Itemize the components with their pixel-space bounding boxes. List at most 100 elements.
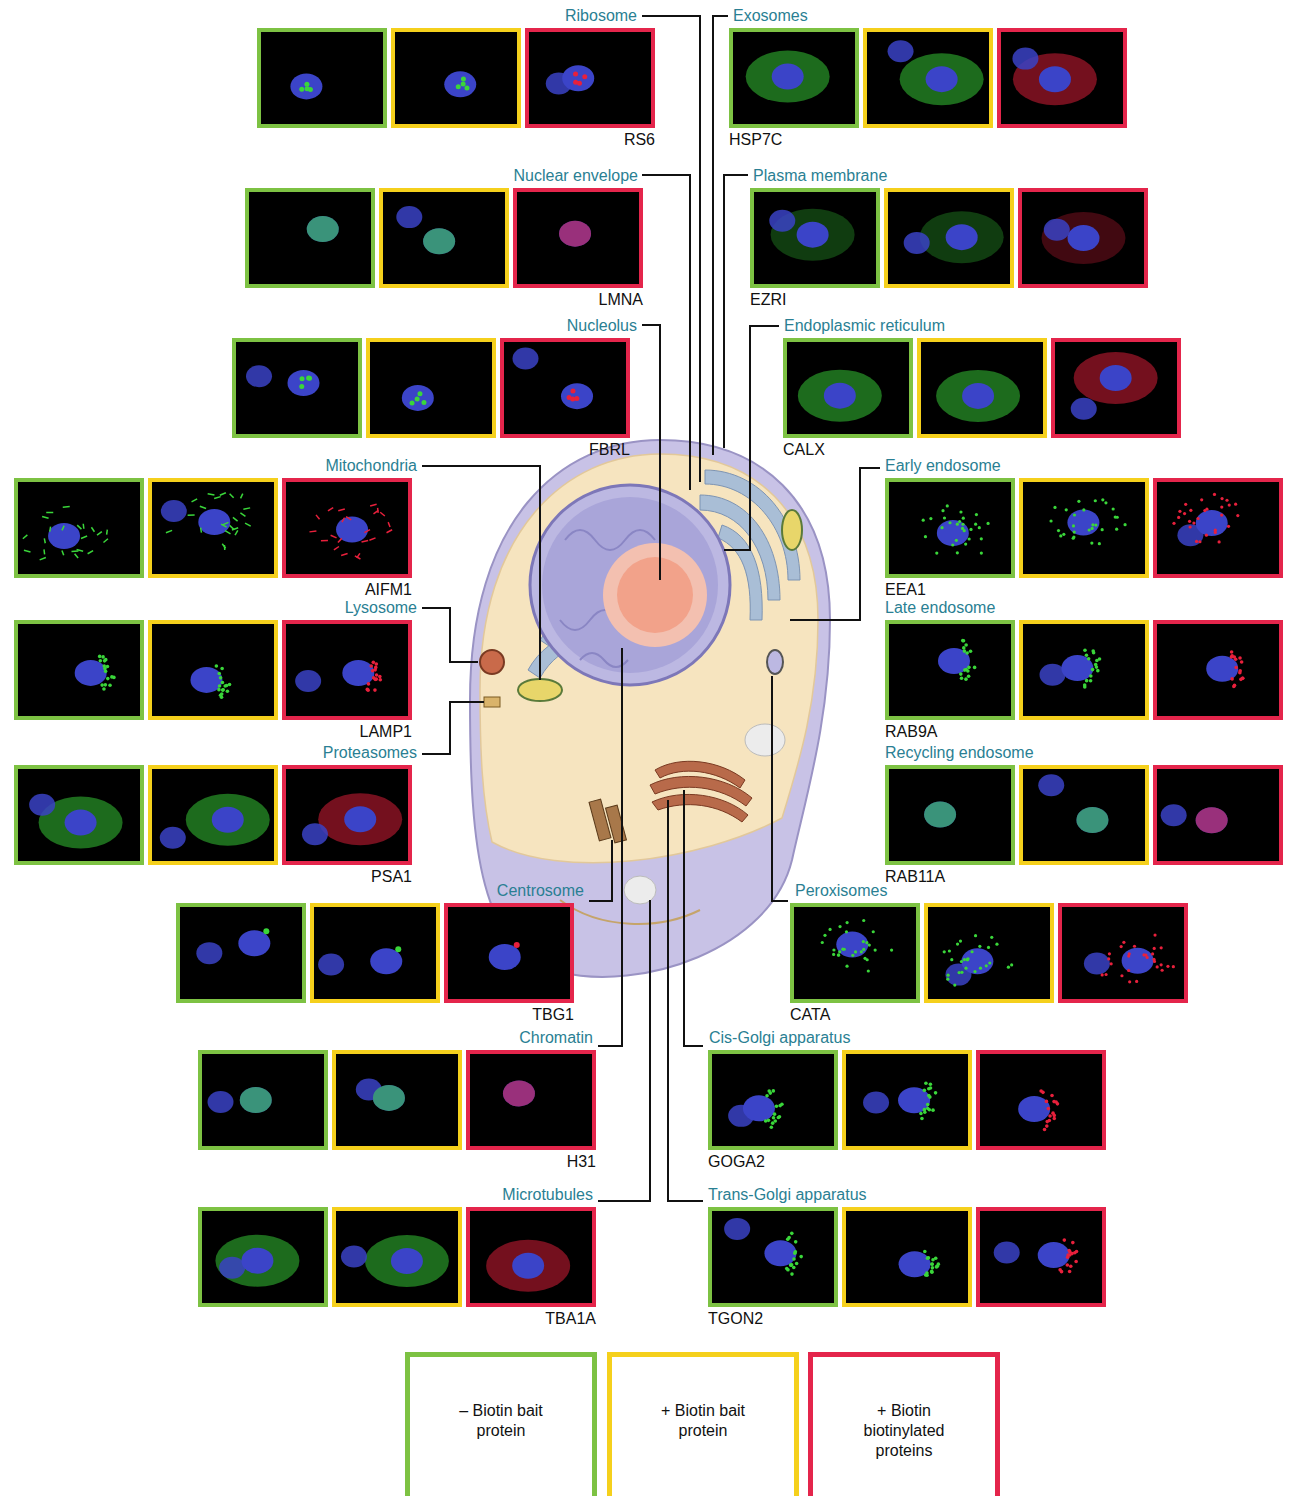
micrograph-frame — [844, 1209, 970, 1305]
microtubule — [560, 900, 700, 924]
stain-dot — [1068, 1270, 1072, 1274]
stain-dot — [1057, 529, 1060, 532]
nucleus-stain — [1084, 953, 1110, 975]
micrograph-frame — [792, 905, 918, 1001]
protein-label: PSA1 — [371, 868, 412, 886]
stain-dot — [104, 658, 108, 662]
nucleus-stain — [863, 1091, 889, 1113]
stain-filament — [62, 526, 64, 531]
stain-dot — [101, 655, 105, 659]
micrograph — [16, 767, 142, 863]
leader-line — [724, 175, 748, 448]
micrograph-frame — [527, 30, 653, 126]
stain-dot — [217, 672, 221, 676]
stain-dot — [1234, 503, 1237, 506]
stain-dot — [1065, 508, 1068, 511]
stain-dot — [845, 930, 848, 933]
micrograph-frame — [731, 30, 857, 126]
stain-dot — [764, 1119, 768, 1123]
stain-dot — [948, 521, 951, 524]
micrograph — [468, 1209, 594, 1305]
nucleus-stain — [196, 942, 222, 964]
stain-dot — [570, 389, 575, 394]
micrograph — [247, 190, 373, 286]
stain-dot — [1046, 1107, 1050, 1111]
stain-dot — [962, 639, 966, 643]
stain-dot — [978, 526, 981, 529]
stain-dot — [794, 1240, 798, 1244]
stain-dot — [931, 1266, 935, 1270]
stain-filament — [309, 530, 316, 532]
nucleus-stain — [937, 520, 969, 546]
stain-filament — [369, 538, 375, 540]
stain-dot — [1151, 952, 1154, 955]
nucleus-stain — [1206, 656, 1238, 682]
stain-dot — [961, 523, 964, 526]
nucleus-stain — [513, 348, 539, 370]
stain — [307, 216, 339, 242]
micrograph-frame — [200, 1209, 326, 1305]
stain-filament — [62, 550, 64, 555]
stain-dot — [924, 535, 927, 538]
stain-dot — [924, 1081, 928, 1085]
stain-dot — [1236, 514, 1239, 517]
micrograph-frame — [284, 622, 410, 718]
stain-dot — [1089, 674, 1093, 678]
stain-dot — [936, 1265, 940, 1269]
micrograph-panels — [16, 30, 1281, 1305]
nucleus-stain — [241, 1248, 273, 1274]
stain-filament — [373, 510, 378, 514]
stain-dot — [923, 1108, 927, 1112]
nucleus-stain — [396, 206, 422, 228]
stain-dot — [780, 1102, 784, 1106]
protein-label: FBRL — [589, 441, 630, 459]
stain-dot — [987, 946, 990, 949]
stain-dot — [1096, 669, 1100, 673]
stain-dot — [365, 688, 369, 692]
stain-filament — [243, 508, 250, 509]
organelle-label: Proteasomes — [323, 744, 417, 762]
micrograph — [515, 190, 641, 286]
stain-dot — [1227, 525, 1230, 528]
stain-dot — [956, 523, 959, 526]
micrograph-frame — [468, 1209, 594, 1305]
stain-filament — [346, 517, 351, 520]
stain-dot — [934, 1091, 938, 1095]
nucleus-stain — [1100, 365, 1132, 391]
stain-filament — [77, 549, 84, 551]
stain-dot — [1083, 648, 1087, 652]
stain-dot — [1065, 1263, 1069, 1267]
leader-line — [668, 800, 703, 1201]
stain-dot — [846, 921, 849, 924]
stain-dot — [953, 983, 956, 986]
stain-dot — [963, 529, 966, 532]
nucleus-stain — [1018, 1096, 1050, 1122]
nucleus-stain — [1196, 807, 1228, 833]
micrograph — [200, 1052, 326, 1148]
micrograph — [502, 340, 628, 436]
stain-dot — [946, 504, 949, 507]
stain-dot — [777, 1116, 781, 1120]
stain-dot — [1188, 525, 1191, 528]
stain-filament — [42, 516, 48, 518]
stain-filament — [342, 518, 345, 523]
nucleus-stain — [926, 66, 958, 92]
stain-dot — [790, 1232, 794, 1236]
mitochondrion — [518, 679, 562, 701]
stain-dot — [874, 948, 877, 951]
stain-dot — [573, 80, 578, 85]
stain-dot — [573, 72, 578, 77]
stain-filament — [362, 540, 369, 542]
nucleus-stain — [489, 944, 521, 970]
nucleus-stain — [1076, 807, 1108, 833]
micrograph-frame — [710, 1052, 836, 1148]
stain-filament — [220, 493, 226, 496]
organelle-label: Endoplasmic reticulum — [784, 317, 945, 335]
micrograph — [1155, 622, 1281, 718]
stain-filament — [200, 506, 206, 508]
stain-dot — [1144, 953, 1147, 956]
stain-dot — [862, 948, 865, 951]
stain-filament — [82, 524, 84, 529]
stain-dot — [980, 551, 983, 554]
stain-dot — [98, 655, 102, 659]
